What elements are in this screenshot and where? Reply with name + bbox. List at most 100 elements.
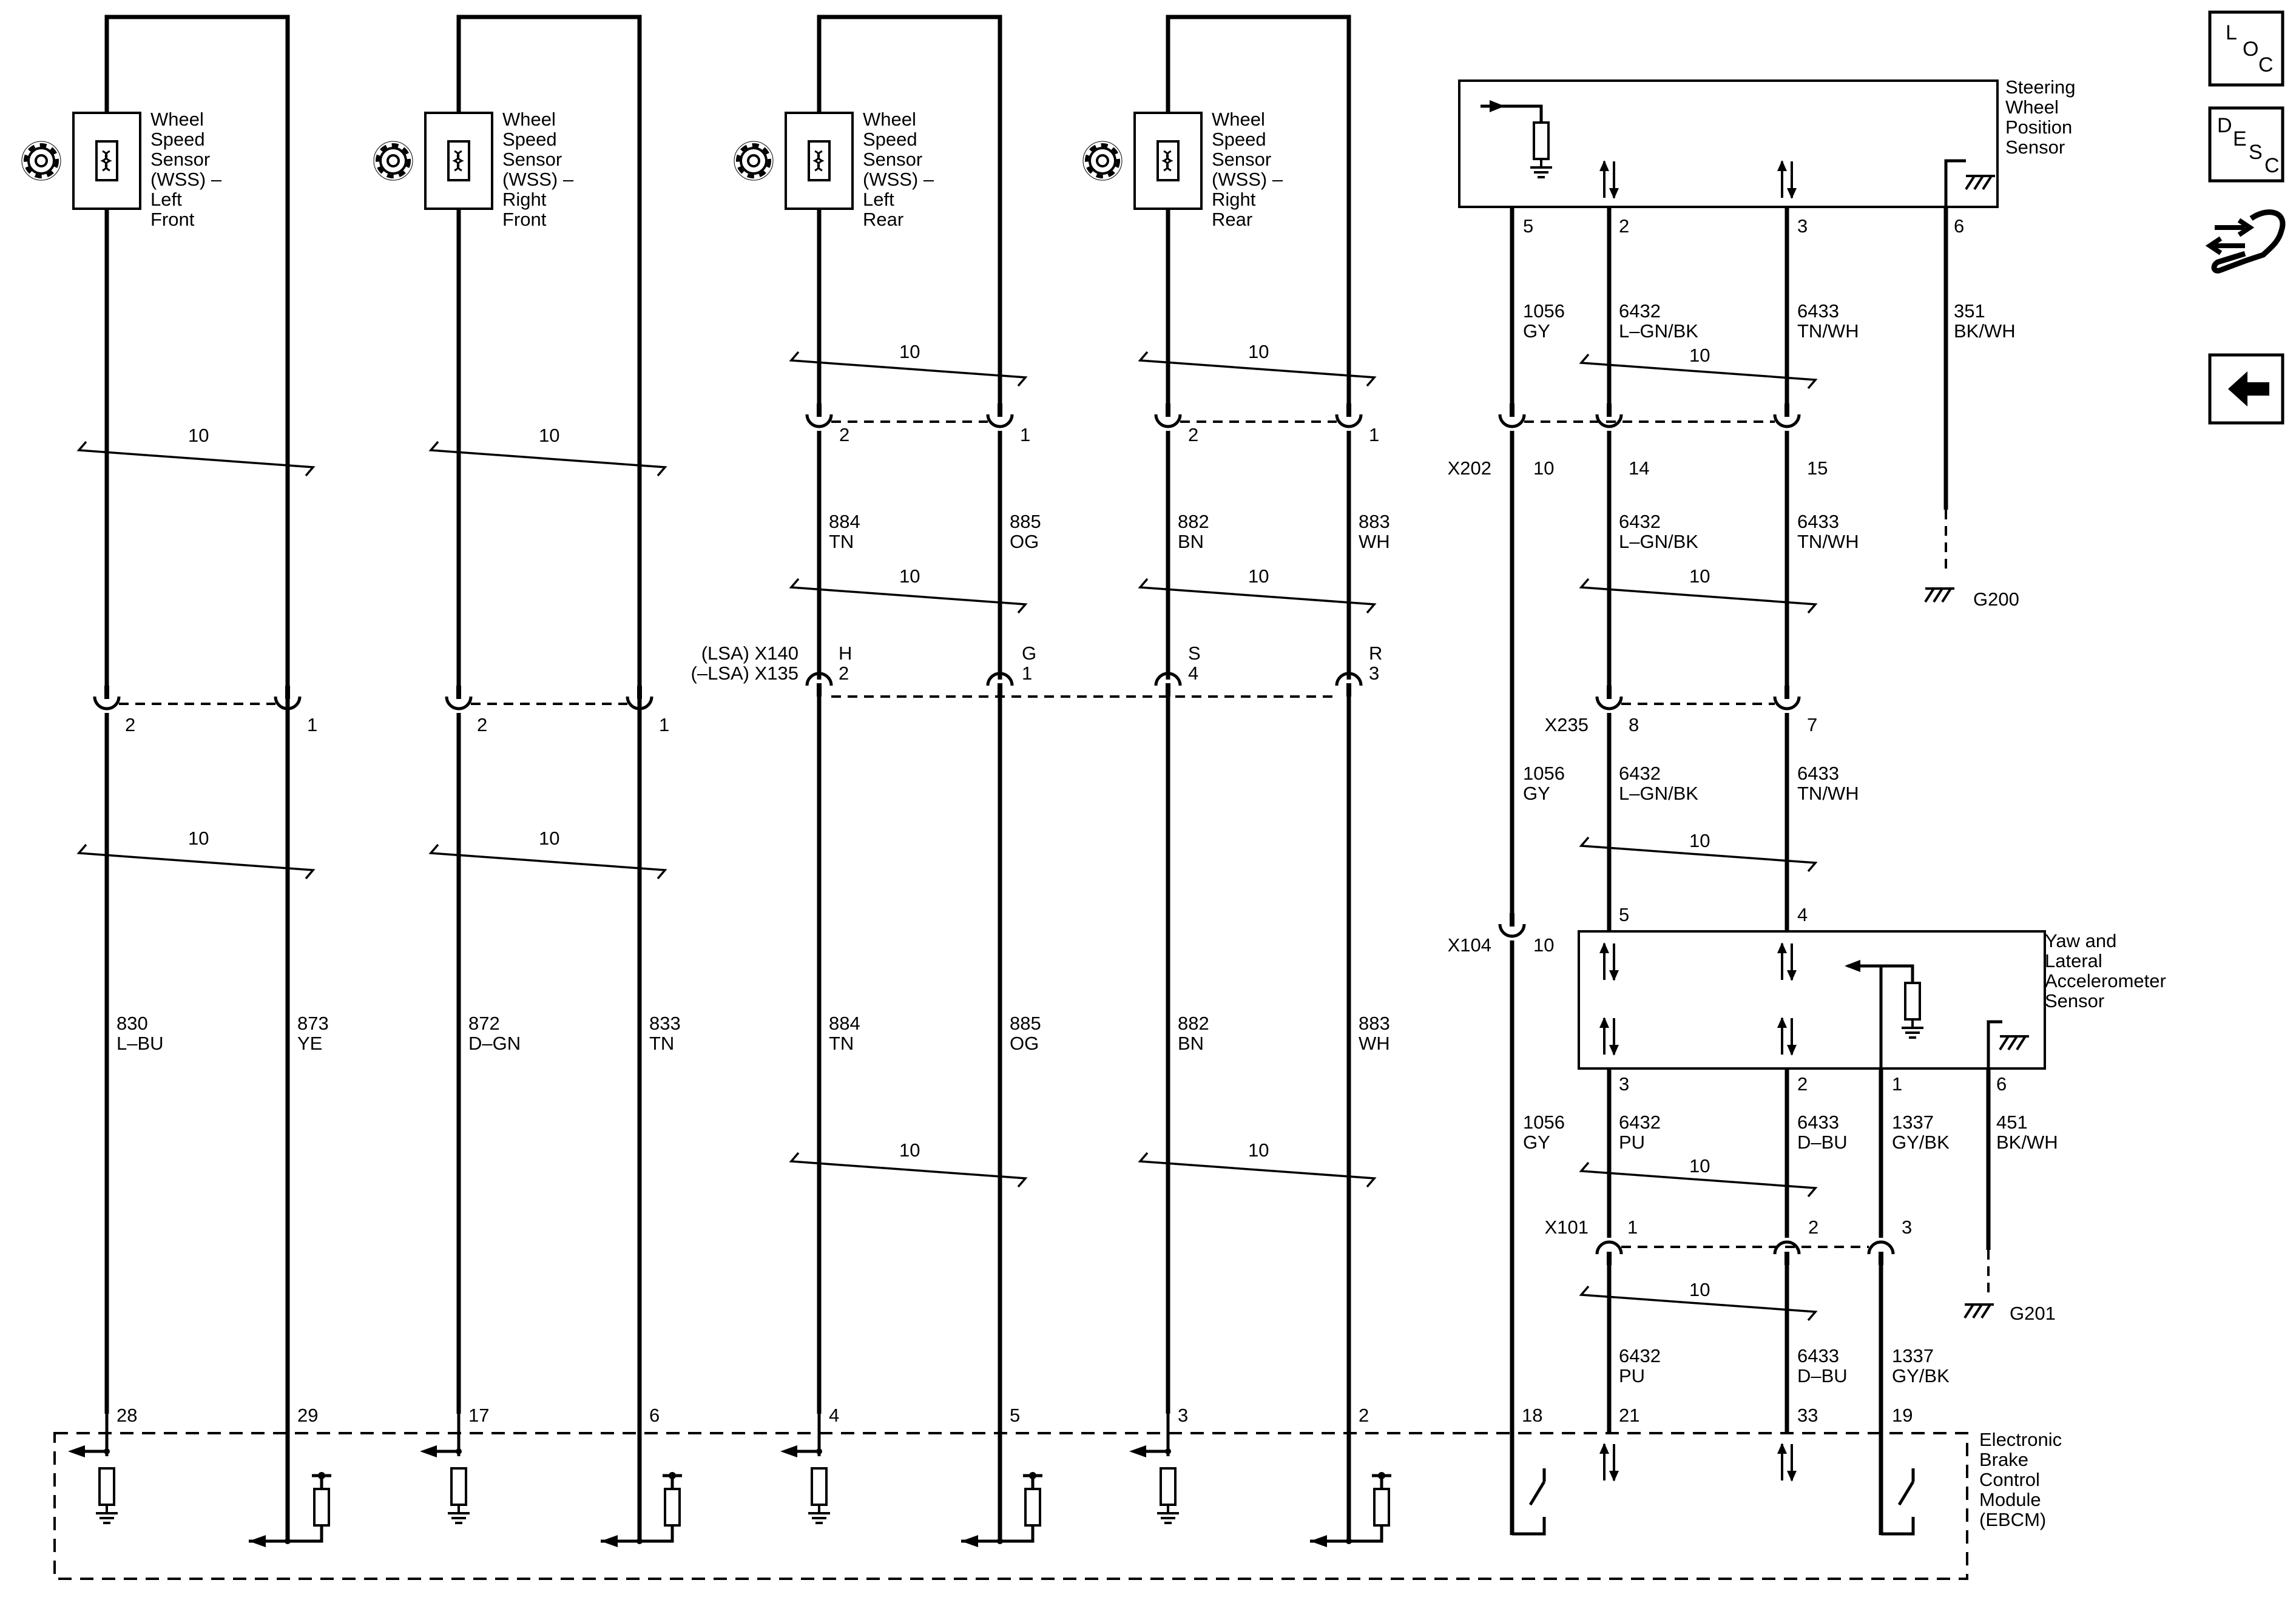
svg-text:451: 451 [1996, 1112, 2028, 1133]
svg-text:Steering: Steering [2005, 76, 2075, 98]
svg-text:(WSS) –: (WSS) – [863, 169, 934, 190]
svg-text:10: 10 [1689, 565, 1710, 587]
svg-text:10: 10 [899, 1139, 920, 1161]
yaw-lateral-accelerometer-sensor: Yaw and Lateral Accelerometer Sensor 3 2… [1578, 930, 2166, 1095]
wss-left-rear-label: Wheel Speed Sensor (WSS) – Left Rear [863, 109, 934, 230]
wss-left-front: Wheel Speed Sensor (WSS) – Left Front [22, 109, 222, 230]
connector-x140-x135: (LSA) X140 (–LSA) X135 [691, 643, 1337, 698]
svg-text:2: 2 [1359, 1405, 1369, 1426]
svg-text:19: 19 [1892, 1405, 1913, 1426]
svg-text:14: 14 [1629, 457, 1649, 479]
svg-text:BN: BN [1178, 531, 1204, 552]
svg-text:10: 10 [539, 828, 559, 849]
svg-text:885: 885 [1010, 1013, 1041, 1034]
svg-text:833: 833 [649, 1013, 681, 1034]
description-icon [2208, 106, 2284, 183]
svg-text:1056: 1056 [1523, 1112, 1565, 1133]
svg-text:Sensor: Sensor [1212, 149, 1271, 170]
svg-text:6433: 6433 [1797, 1345, 1839, 1366]
svg-text:E: E [2233, 127, 2247, 150]
svg-text:5: 5 [1619, 904, 1629, 925]
svg-text:4: 4 [1797, 904, 1808, 925]
svg-text:Speed: Speed [150, 129, 205, 150]
svg-text:Rear: Rear [1212, 209, 1252, 230]
svg-text:Wheel: Wheel [2005, 96, 2059, 118]
svg-text:2: 2 [1797, 1073, 1808, 1095]
svg-text:D–GN: D–GN [468, 1033, 521, 1054]
svg-text:Rear: Rear [863, 209, 903, 230]
svg-text:BN: BN [1178, 1033, 1204, 1054]
rr-circuit: 2 1 10 882 BN 883 WH 10 S 4 R 3 882 BN 8… [1138, 15, 1390, 1541]
svg-text:YE: YE [297, 1033, 322, 1054]
lr-circuit: 2 1 10 884 TN 885 OG 10 H 2 G 1 884 TN 8… [789, 15, 1041, 1541]
svg-text:D–BU: D–BU [1797, 1132, 1848, 1153]
svg-text:PU: PU [1619, 1365, 1645, 1386]
svg-text:885: 885 [1010, 511, 1041, 532]
svg-text:3: 3 [1797, 215, 1808, 237]
svg-text:(WSS) –: (WSS) – [150, 169, 222, 190]
svg-text:2: 2 [1808, 1217, 1818, 1238]
svg-text:882: 882 [1178, 511, 1209, 532]
svg-text:GY/BK: GY/BK [1892, 1132, 1950, 1153]
svg-text:S: S [2249, 141, 2263, 164]
svg-text:10: 10 [1689, 830, 1710, 851]
svg-text:D–BU: D–BU [1797, 1365, 1848, 1386]
repair-info-icon [2205, 209, 2286, 274]
repair-info-button[interactable] [2205, 209, 2286, 274]
svg-text:6: 6 [1996, 1073, 2007, 1095]
yaw-label: Yaw and Lateral Accelerometer Sensor [2045, 930, 2166, 1011]
svg-text:Right: Right [1212, 189, 1256, 210]
svg-text:Wheel: Wheel [502, 109, 556, 130]
svg-text:6433: 6433 [1797, 300, 1839, 322]
svg-text:Wheel: Wheel [150, 109, 204, 130]
svg-text:Control: Control [1979, 1469, 2040, 1490]
location-button[interactable]: L O C [2208, 10, 2284, 87]
wss-right-rear-label: Wheel Speed Sensor (WSS) – Right Rear [1212, 109, 1283, 230]
back-button[interactable] [2208, 353, 2284, 425]
svg-text:6432: 6432 [1619, 300, 1661, 322]
svg-text:6433: 6433 [1797, 763, 1839, 784]
svg-text:Left: Left [150, 189, 182, 210]
wss-left-rear: Wheel Speed Sensor (WSS) – Left Rear [734, 109, 934, 230]
svg-text:PU: PU [1619, 1132, 1645, 1153]
svg-text:1056: 1056 [1523, 300, 1565, 322]
svg-text:X104: X104 [1448, 934, 1491, 956]
svg-text:Position: Position [2005, 116, 2072, 138]
svg-text:18: 18 [1522, 1405, 1542, 1426]
svg-text:1: 1 [1627, 1217, 1638, 1238]
svg-text:3: 3 [1619, 1073, 1629, 1095]
ebcm-label: Electronic Brake Control Module (EBCM) [1979, 1429, 2062, 1530]
ebcm-input-lr [780, 1414, 1042, 1547]
svg-text:Sensor: Sensor [150, 149, 210, 170]
wss-left-front-label: Wheel Speed Sensor (WSS) – Left Front [150, 109, 222, 230]
svg-text:X235: X235 [1545, 714, 1589, 735]
svg-text:O: O [2243, 38, 2258, 61]
svg-text:TN: TN [829, 531, 854, 552]
svg-text:D: D [2217, 114, 2232, 137]
svg-text:R: R [1369, 643, 1382, 664]
svg-text:(EBCM): (EBCM) [1979, 1509, 2046, 1530]
svg-text:10: 10 [1689, 1155, 1710, 1176]
description-button[interactable]: D E S C [2208, 106, 2284, 183]
svg-text:6432: 6432 [1619, 763, 1661, 784]
svg-text:TN/WH: TN/WH [1797, 531, 1859, 552]
gear-icon [734, 141, 773, 180]
svg-text:872: 872 [468, 1013, 500, 1034]
svg-text:873: 873 [297, 1013, 329, 1034]
svg-text:10: 10 [539, 425, 559, 446]
svg-text:2: 2 [839, 663, 849, 684]
svg-text:Speed: Speed [1212, 129, 1266, 150]
svg-text:Accelerometer: Accelerometer [2045, 970, 2166, 991]
svg-text:S: S [1188, 643, 1201, 664]
svg-text:G: G [1022, 643, 1036, 664]
svg-text:Sensor: Sensor [2005, 137, 2065, 158]
svg-text:L: L [2226, 21, 2237, 44]
svg-text:Module: Module [1979, 1489, 2041, 1510]
gear-icon [1083, 141, 1122, 180]
svg-text:L–GN/BK: L–GN/BK [1619, 531, 1698, 552]
svg-text:10: 10 [899, 565, 920, 587]
svg-text:Front: Front [502, 209, 547, 230]
svg-text:2: 2 [477, 714, 487, 735]
svg-text:Sensor: Sensor [863, 149, 922, 170]
